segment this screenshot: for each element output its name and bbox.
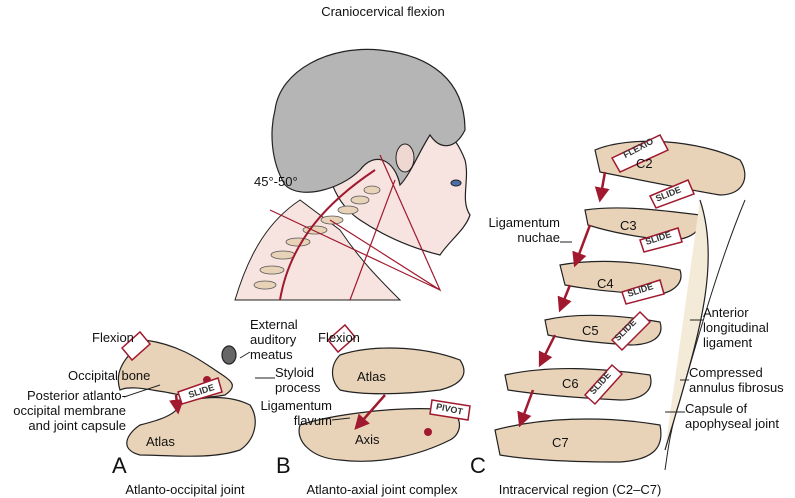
panel-b-caption: Atlanto-axial joint complex [306, 482, 458, 497]
vertebra-c4: C4 [597, 276, 614, 291]
title: Craniocervical flexion [321, 4, 445, 19]
b-flexion-label: Flexion [318, 330, 360, 345]
vertebra-c7: C7 [552, 435, 569, 450]
occipital-bone-label: Occipital bone [68, 368, 151, 383]
leader-lines [123, 241, 703, 421]
panel-b-letter: B [276, 453, 291, 478]
ligamentum-nuchae-arrows [517, 171, 610, 428]
panel-c-vertebrae [494, 140, 746, 463]
b-atlas-label: Atlas [357, 369, 386, 384]
panel-a-caption: Atlanto-occipital joint [125, 482, 245, 497]
angle-label: 45°-50° [254, 174, 298, 189]
vertebra-c6: C6 [562, 376, 579, 391]
vertebra-c2: C2 [636, 156, 653, 171]
head-figure [234, 48, 471, 301]
axis-label: Axis [355, 432, 380, 447]
a-atlas-label: Atlas [146, 434, 175, 449]
vertebra-c3: C3 [620, 218, 637, 233]
a-flexion-label: Flexion [92, 330, 134, 345]
panel-c-letter: C [470, 453, 486, 478]
panel-a-letter: A [112, 453, 127, 478]
panel-c-caption: Intracervical region (C2–C7) [498, 482, 662, 497]
motion-arrows [120, 134, 696, 421]
panel-b-bones [298, 347, 465, 462]
vertebra-c5: C5 [582, 323, 599, 338]
